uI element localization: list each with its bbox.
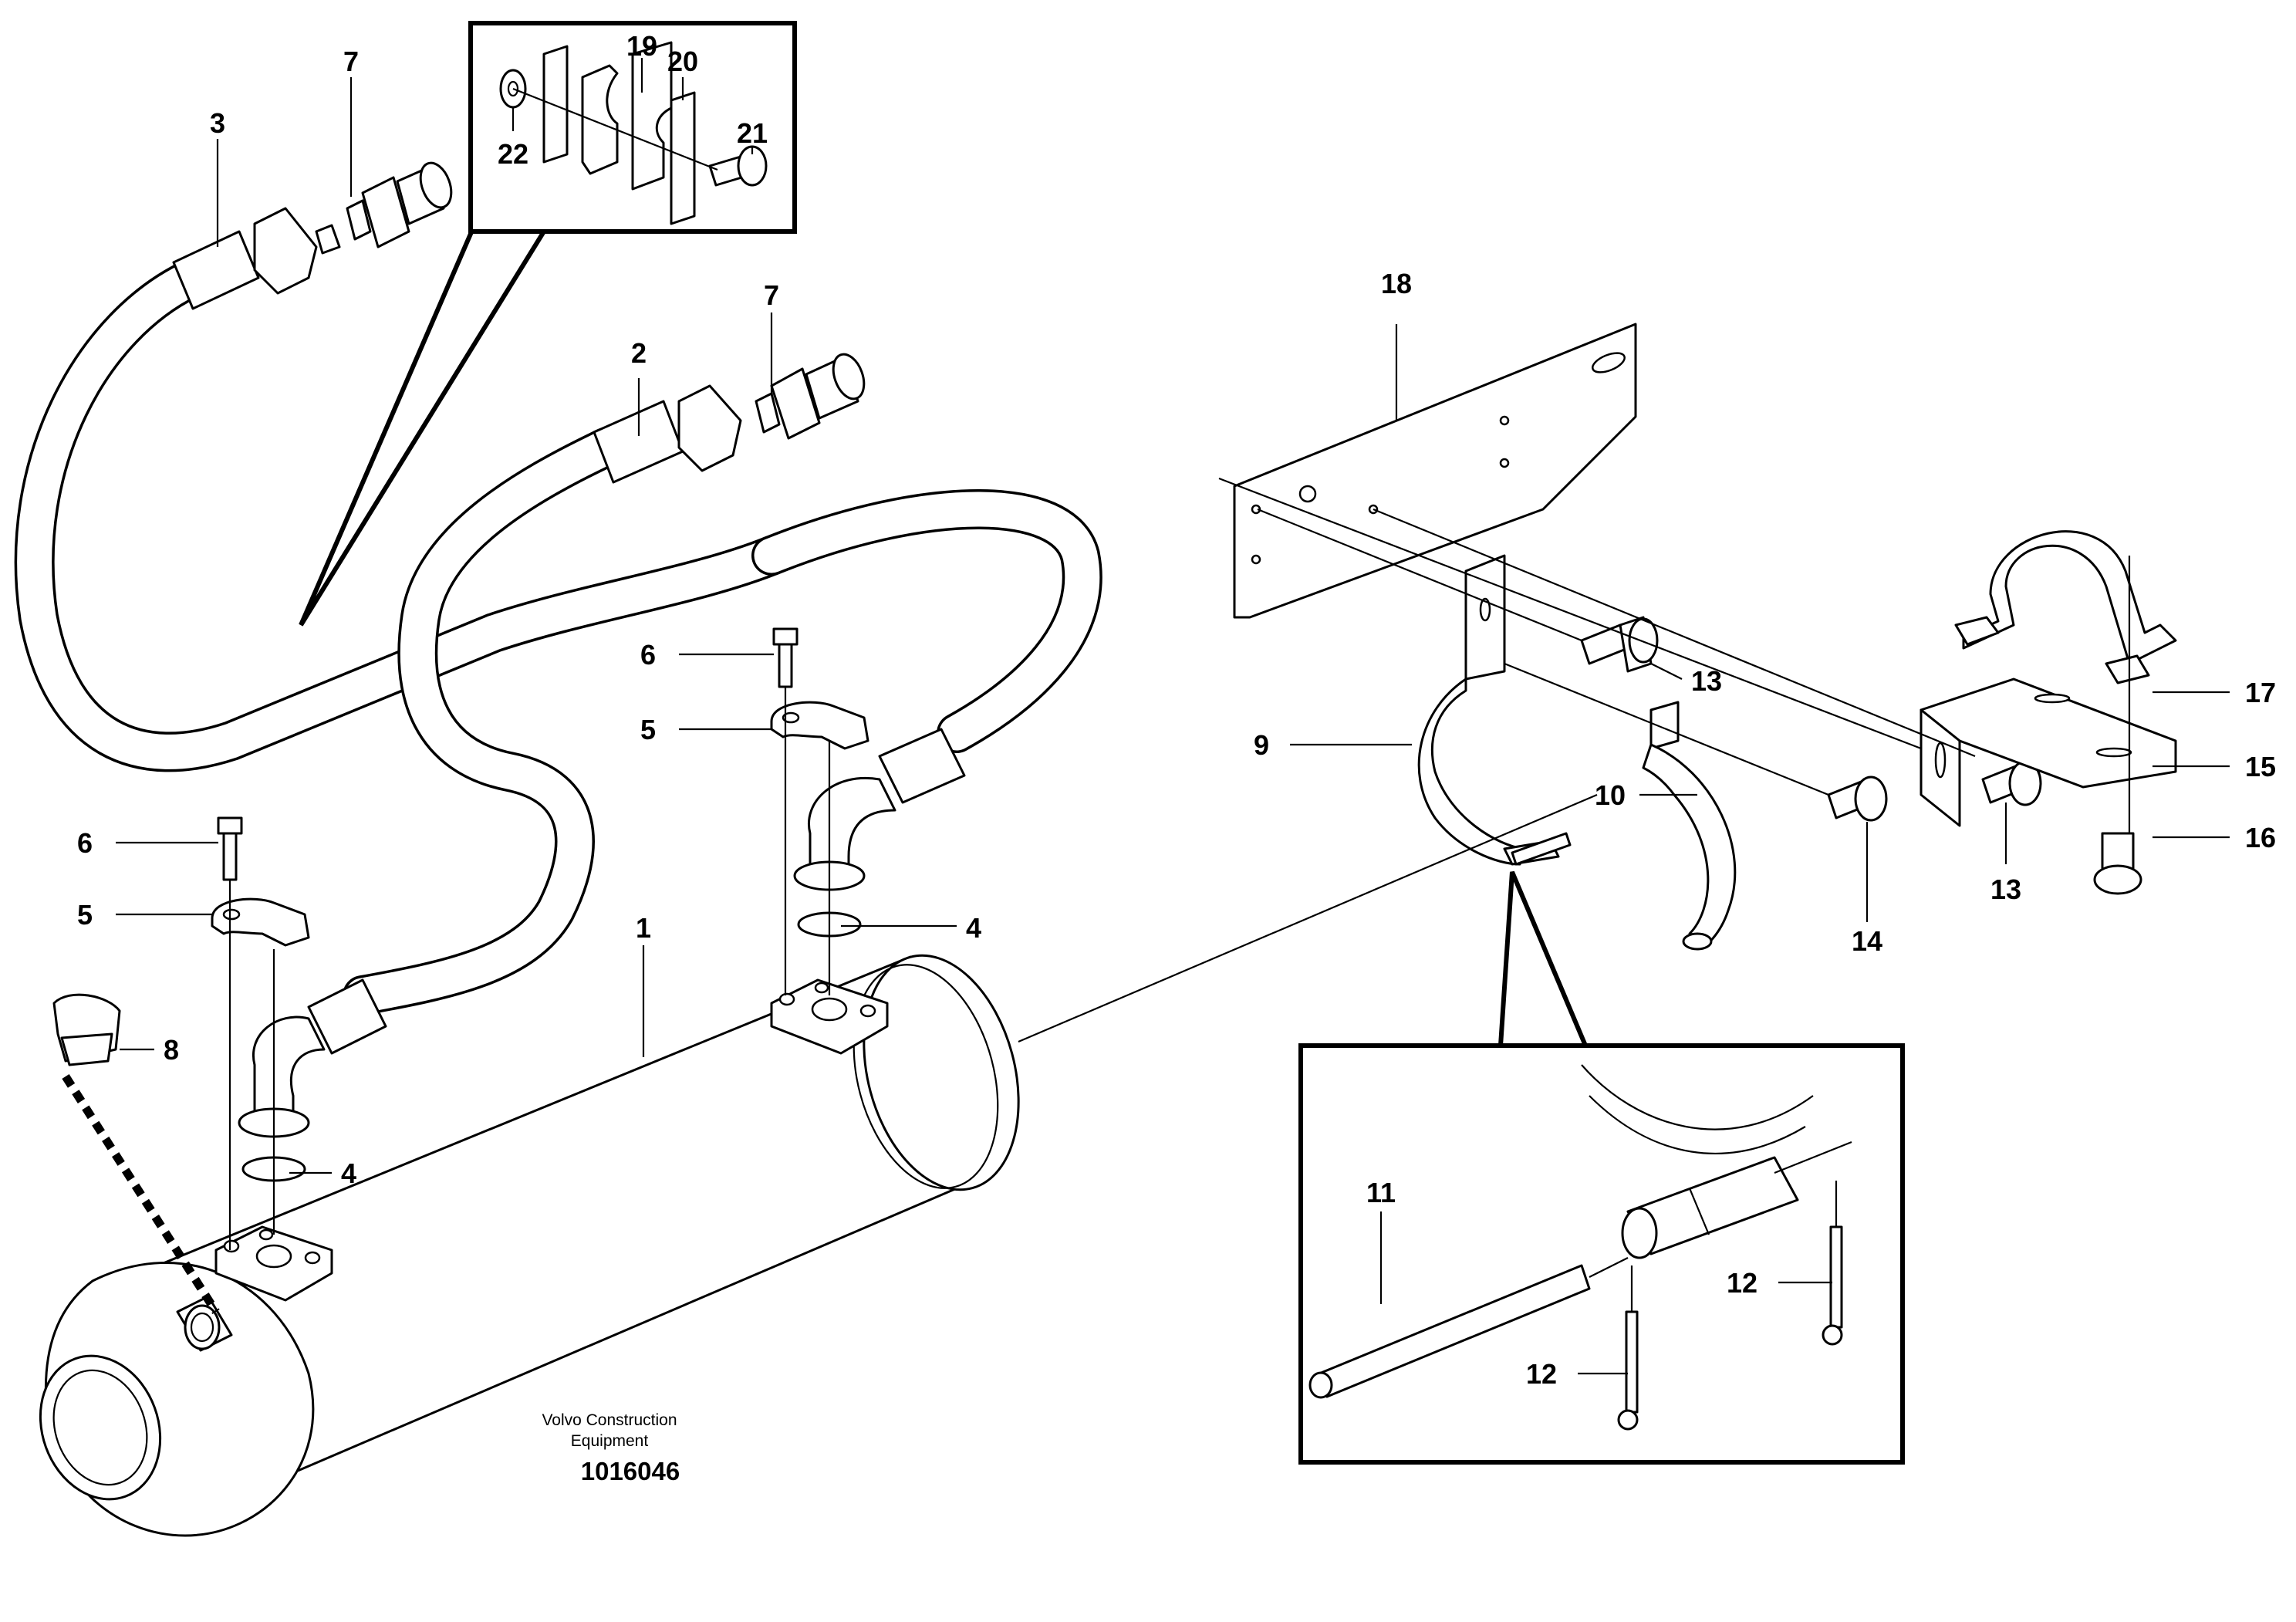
label-19: 19 bbox=[626, 30, 657, 62]
label-7-lower: 7 bbox=[764, 279, 779, 311]
label-18: 18 bbox=[1381, 268, 1412, 299]
adapter-7-lower bbox=[755, 353, 866, 440]
caption-equipment: Equipment bbox=[571, 1432, 649, 1450]
hose-2-fitting bbox=[593, 384, 742, 484]
bolt-21 bbox=[708, 145, 768, 187]
label-13-lower: 13 bbox=[1990, 874, 2021, 905]
oil-cooler bbox=[39, 954, 1020, 1537]
label-2: 2 bbox=[631, 337, 647, 369]
label-12-lower: 12 bbox=[1526, 1358, 1557, 1390]
label-21: 21 bbox=[737, 117, 768, 149]
flange-clamp-right bbox=[770, 701, 869, 750]
label-11: 11 bbox=[1366, 1177, 1396, 1208]
hose-3-fitting bbox=[172, 207, 341, 310]
label-4-upper: 4 bbox=[966, 912, 981, 944]
cover-plate-left bbox=[542, 45, 569, 164]
elbow-fitting-right bbox=[793, 728, 966, 891]
bolt-13-lower bbox=[1981, 760, 2042, 806]
strap-clamp-9 bbox=[1417, 554, 1560, 866]
label-13-upper: 13 bbox=[1691, 665, 1722, 697]
cotter-pin-12b bbox=[1822, 1225, 1843, 1346]
flange-block-left bbox=[214, 1225, 333, 1302]
clamp-half-19a bbox=[581, 64, 619, 175]
label-5-left: 5 bbox=[77, 899, 93, 931]
label-7-upper: 7 bbox=[343, 46, 359, 77]
adapter-7-upper bbox=[346, 161, 453, 248]
label-1: 1 bbox=[636, 912, 651, 944]
caption-block: Volvo Construction Equipment 1016046 bbox=[542, 1411, 680, 1485]
label-6-right: 6 bbox=[640, 639, 656, 671]
elbow-fitting-left bbox=[238, 978, 387, 1138]
u-clamp-17 bbox=[1954, 530, 2177, 684]
bracket-plate-18 bbox=[1233, 323, 1637, 619]
plug-8-dashed-leader bbox=[62, 1074, 220, 1314]
bolt-16 bbox=[2093, 832, 2142, 895]
label-4-lower: 4 bbox=[341, 1157, 356, 1189]
hose-2 bbox=[343, 427, 1102, 1015]
pin-clamp-bottom bbox=[1511, 832, 1572, 866]
flange-clamp-left bbox=[211, 897, 310, 947]
label-17: 17 bbox=[2245, 677, 2276, 708]
drawing-number: 1016046 bbox=[581, 1457, 680, 1485]
label-3: 3 bbox=[210, 107, 225, 139]
detail-callout-bottom bbox=[1298, 870, 1905, 1465]
bolt-6-right bbox=[772, 627, 799, 688]
caption-company: Volvo Construction bbox=[542, 1411, 677, 1429]
part-labels: 1 2 3 4 4 5 5 6 6 7 7 8 9 10 11 12 12 13… bbox=[77, 30, 2276, 1390]
hinge-tube bbox=[1621, 1156, 1799, 1259]
pin-11 bbox=[1308, 1264, 1591, 1399]
bolt-6-left bbox=[217, 816, 243, 881]
label-20: 20 bbox=[667, 46, 698, 77]
label-16: 16 bbox=[2245, 822, 2276, 853]
detail-callout-top bbox=[299, 21, 797, 627]
label-12-upper: 12 bbox=[1727, 1267, 1757, 1299]
bolt-14 bbox=[1827, 776, 1888, 822]
bolt-13-upper bbox=[1580, 616, 1659, 673]
leader-lines bbox=[116, 58, 2230, 1375]
label-22: 22 bbox=[498, 138, 528, 170]
cover-plate-20 bbox=[670, 91, 696, 225]
flange-block-right bbox=[770, 978, 889, 1055]
hose-3 bbox=[14, 258, 792, 772]
plug-8 bbox=[52, 993, 121, 1066]
label-6-left: 6 bbox=[77, 827, 93, 859]
label-10: 10 bbox=[1595, 779, 1626, 811]
label-9: 9 bbox=[1254, 729, 1269, 761]
strap-clamp-10 bbox=[1642, 701, 1737, 951]
label-8: 8 bbox=[164, 1034, 179, 1066]
cotter-pin-12a bbox=[1617, 1310, 1639, 1431]
label-14: 14 bbox=[1852, 925, 1882, 957]
label-5-right: 5 bbox=[640, 714, 656, 745]
label-15: 15 bbox=[2245, 751, 2276, 782]
bracket-15 bbox=[1920, 678, 2177, 827]
